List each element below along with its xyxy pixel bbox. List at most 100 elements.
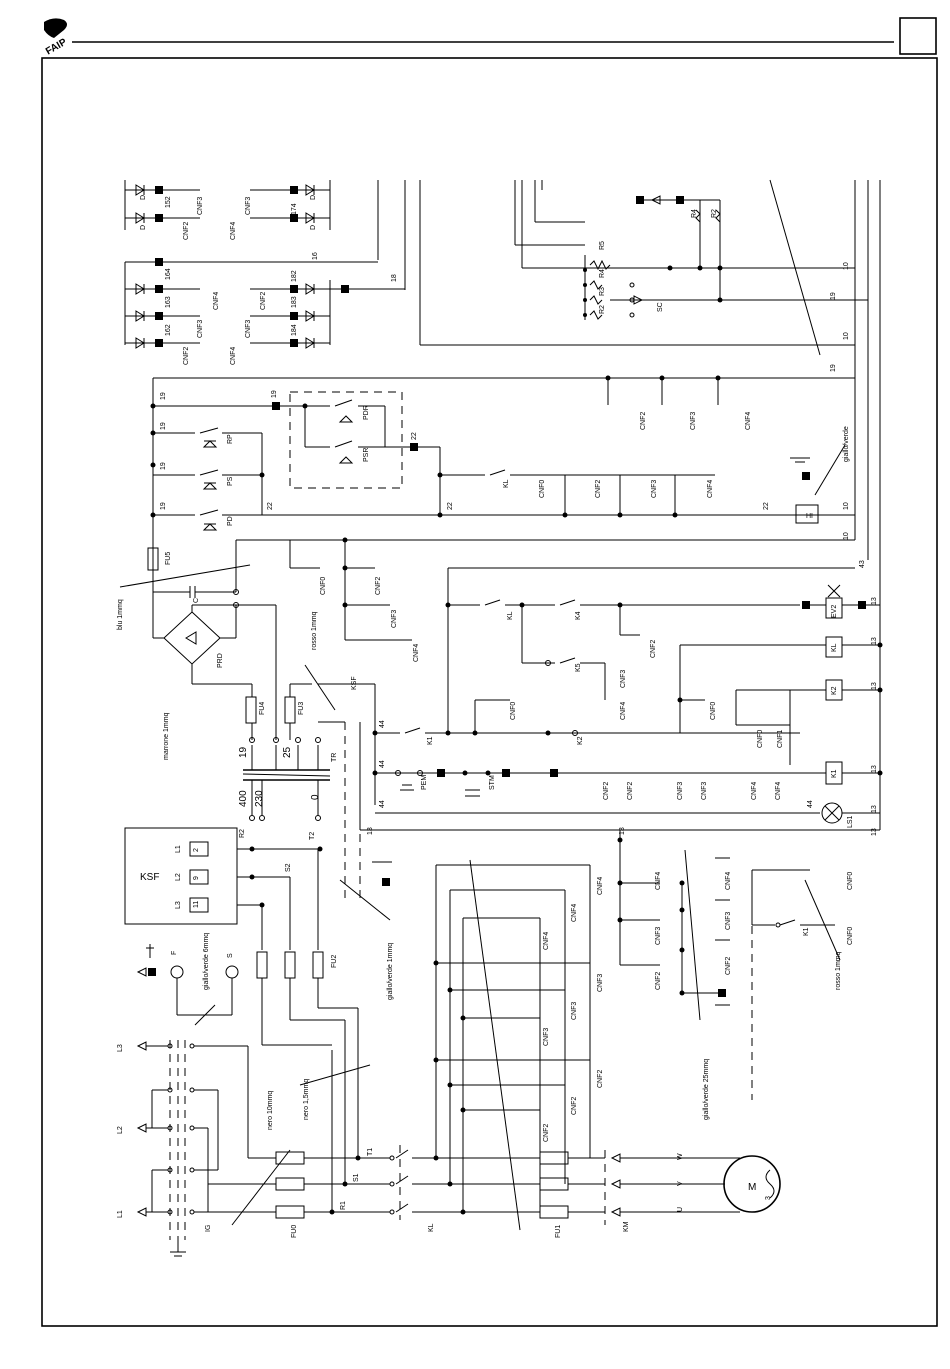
pd-label: PD: [227, 516, 234, 526]
phase-u: U: [677, 1207, 684, 1212]
giallo-verde-label: giallo/verde: [843, 426, 850, 462]
wire-44-a: 44: [379, 720, 386, 728]
nero-15-label: nero 1,5mmq: [303, 1079, 310, 1120]
cnf4-7: CNF4: [751, 782, 758, 800]
cnf3-mid-r: CNF3: [245, 320, 252, 338]
wire-10-a: 10: [843, 502, 850, 510]
diode-matrix-mid: [124, 180, 406, 349]
k1-coil-label: K1: [831, 769, 838, 778]
cnf4-8: CNF4: [775, 782, 782, 800]
fuse-fu3: [284, 696, 296, 724]
cnf4-top: CNF4: [230, 222, 237, 240]
ev2-label: EV2: [831, 605, 838, 618]
ksf-label: KSF: [140, 872, 159, 883]
v19-label: 19: [238, 746, 249, 758]
cnf3-top-r: CNF3: [245, 197, 252, 215]
r4-upper-label: R4: [691, 209, 698, 218]
fu0-label: FU0: [291, 1225, 298, 1238]
cnf2-earth: CNF2: [725, 957, 732, 975]
r3-label: R3: [599, 287, 606, 296]
diode-matrix-top: [124, 180, 379, 266]
fu5-label: FU5: [165, 552, 172, 565]
cnf3-top: CNF3: [197, 197, 204, 215]
fu1-label: FU1: [555, 1225, 562, 1238]
wire-19-g: 19: [830, 364, 837, 372]
terminal-2: 2: [193, 848, 200, 852]
r5-label: R5: [599, 241, 606, 250]
kl-contactor: [389, 859, 605, 1231]
cnf0-9: CNF0: [847, 927, 854, 945]
cnf3-8: CNF3: [701, 782, 708, 800]
wire-19-b: 19: [160, 422, 167, 430]
diode-d3: D: [310, 195, 317, 200]
diagram-labels: KSF L1 L2 L3 2 9 11 IG FU0 FU1 FU2 FU4 F…: [117, 195, 878, 1238]
cnf2-mid: CNF2: [183, 347, 190, 365]
motor-m-label: M: [748, 1182, 756, 1193]
rp-label: RP: [227, 434, 234, 444]
cnf4-22: CNF4: [707, 480, 714, 498]
cnf2-5: CNF2: [597, 1070, 604, 1088]
cnf2-mid-r: CNF2: [260, 292, 267, 310]
marrone-1-label: marrone 1mmq: [163, 712, 170, 760]
wire-13-b: 13: [871, 637, 878, 645]
f-label: F: [171, 951, 178, 955]
diode-174: 174: [291, 203, 298, 215]
cnf2-22: CNF2: [595, 480, 602, 498]
l2-label: L2: [175, 873, 182, 881]
k2-coil-label: K2: [831, 686, 838, 695]
cnf2-3: CNF2: [571, 1097, 578, 1115]
cnf4-5: CNF4: [597, 877, 604, 895]
rectifier-prd: [152, 586, 277, 740]
wire-10-c: 10: [843, 262, 850, 270]
logo-text: FAIP: [44, 37, 69, 58]
cnf2-13: CNF2: [655, 972, 662, 990]
hi-coil: [795, 504, 819, 524]
terminal-9: 9: [193, 876, 200, 880]
k2-contact-label: K2: [577, 736, 584, 745]
drawing-frame: [41, 57, 938, 1327]
wire-44-b: 44: [379, 760, 386, 768]
kl-contact-label: KL: [503, 479, 510, 488]
cnf3-5: CNF3: [597, 974, 604, 992]
wire-13-h: 13: [619, 827, 626, 835]
r4-label: R4: [599, 269, 606, 278]
cnf3-1: CNF3: [543, 1028, 550, 1046]
k4-contact-label: K4: [575, 611, 582, 620]
diode-d1: D: [140, 195, 147, 200]
wire-16: 16: [312, 252, 319, 260]
cnf0-14: CNF0: [757, 730, 764, 748]
l1-label: L1: [175, 845, 182, 853]
cnf4-1: CNF4: [543, 932, 550, 950]
cnf0-7: CNF0: [320, 577, 327, 595]
cnf2-19: CNF2: [640, 412, 647, 430]
cnf3-19: CNF3: [690, 412, 697, 430]
diode-163: 163: [165, 296, 172, 308]
wire-18: 18: [391, 274, 398, 282]
ls1-label: LS1: [847, 815, 854, 828]
fuse-fu2: [312, 951, 324, 979]
cnf0-22: CNF0: [539, 480, 546, 498]
k1-contact-label: K1: [427, 736, 434, 745]
input-l2: L2: [117, 1126, 124, 1134]
wire-13-f: 13: [871, 828, 878, 836]
wire-19-c: 19: [160, 462, 167, 470]
main-isolator-ig: [136, 1040, 276, 1257]
cnf4-earth: CNF4: [725, 872, 732, 890]
fuse-fu1: [539, 1205, 569, 1219]
k1-aux-label: K1: [803, 927, 810, 936]
cnf2-10: CNF2: [375, 577, 382, 595]
cnf2-1: CNF2: [543, 1124, 550, 1142]
sc-label: SC: [657, 302, 664, 312]
capacitor-label: C: [193, 598, 200, 603]
wire-22-c: 22: [447, 502, 454, 510]
cnf0-11: CNF0: [510, 702, 517, 720]
wire-10-d: 10: [843, 332, 850, 340]
v0-label: 0: [310, 794, 321, 800]
phase-v: V: [677, 1181, 684, 1186]
fu3-label: FU3: [298, 702, 305, 715]
wire-13-c: 13: [871, 682, 878, 690]
wire-19-f: 19: [830, 292, 837, 300]
s-label: S: [227, 953, 234, 958]
k5-contact-label: K5: [575, 663, 582, 672]
